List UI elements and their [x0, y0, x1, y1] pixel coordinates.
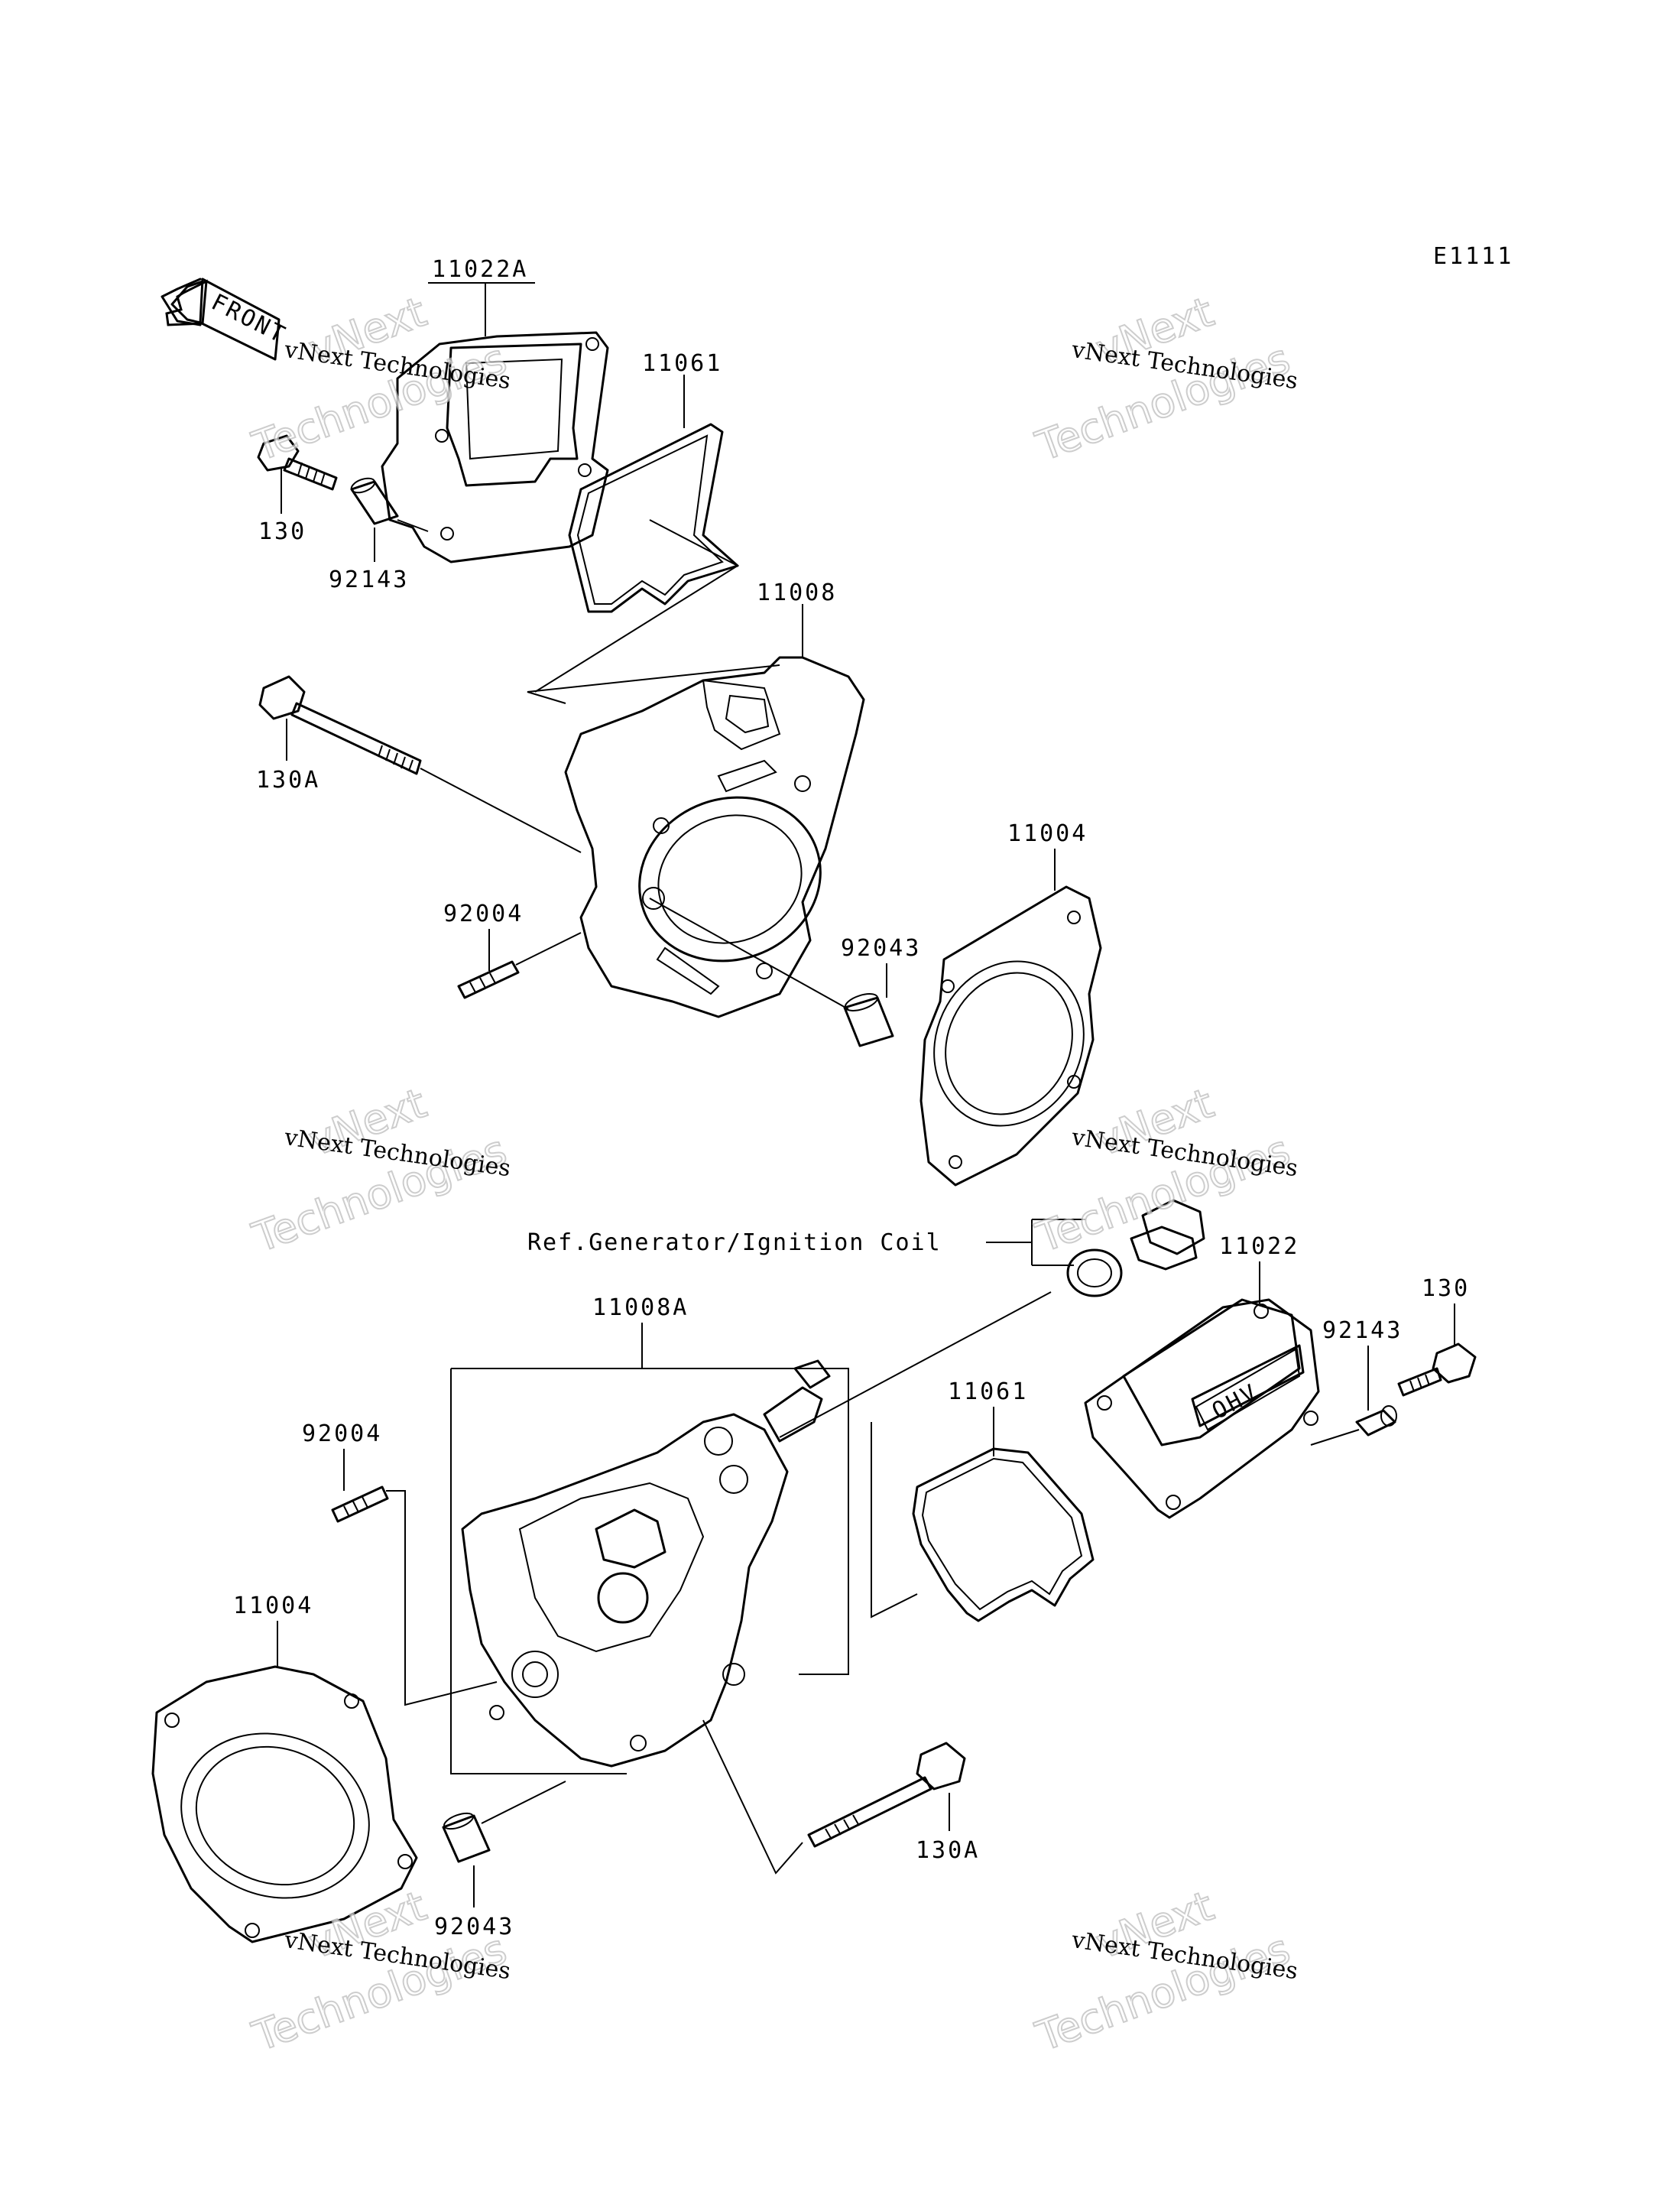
sleeve-92143-bottom	[1310, 1405, 1397, 1446]
callout-92143-top: 92143	[329, 567, 409, 593]
leader-11061-bottom-dash	[871, 1422, 918, 1618]
stud-92004-bottom	[331, 1485, 389, 1523]
bracket-11008A	[450, 1368, 849, 1774]
callout-11022A: 11022A	[432, 256, 528, 283]
callout-92043-top: 92043	[841, 935, 921, 962]
leader-11008-dash	[527, 664, 780, 704]
bolt-130-top	[257, 434, 338, 491]
callout-11008: 11008	[757, 580, 837, 606]
long-bolt-130A-top	[258, 675, 582, 853]
cylinder-head-11008	[564, 656, 865, 1018]
callout-130A-bottom: 130A	[916, 1837, 980, 1864]
callout-11061-bottom: 11061	[948, 1378, 1028, 1405]
leader-plug-dash	[779, 1291, 1052, 1438]
cylinder-head-cover-11022: OHV	[1084, 1298, 1320, 1519]
long-bolt-130A-bottom	[702, 1719, 966, 1875]
front-arrow-label: FRONT	[207, 289, 291, 349]
callout-92004-bottom: 92004	[302, 1420, 382, 1447]
head-gasket-11004-top	[919, 885, 1102, 1187]
cover-embossed-text: OHV	[1208, 1378, 1263, 1425]
watermark-2: vNext Technologies vNext Technologies	[1029, 287, 1299, 472]
reference-note: Ref.Generator/Ignition Coil	[527, 1229, 942, 1256]
reference-bracket	[986, 1219, 1085, 1266]
callout-92143-bottom: 92143	[1322, 1317, 1403, 1344]
dowel-92043-bottom	[442, 1781, 566, 1863]
leader-11061-top-dash	[534, 519, 740, 693]
cylinder-head-11008A	[461, 1359, 831, 1768]
gasket-11061-bottom	[912, 1447, 1095, 1622]
callout-11008A: 11008A	[592, 1294, 689, 1321]
callout-11061-top: 11061	[642, 350, 722, 377]
callout-11022: 11022	[1219, 1233, 1299, 1260]
o-ring	[1066, 1248, 1123, 1297]
sleeve-92143-top	[350, 477, 429, 532]
leader-92004-bottom-dash	[386, 1490, 498, 1706]
diagram-code: E1111	[1433, 243, 1513, 270]
callout-92004-top: 92004	[443, 901, 524, 927]
dowel-92043-top	[649, 898, 894, 1047]
callout-130-bottom: 130	[1422, 1275, 1470, 1302]
front-arrow-icon: FRONT	[161, 278, 291, 361]
head-gasket-11004-bottom	[151, 1665, 418, 1943]
bolt-130-bottom	[1397, 1343, 1477, 1397]
watermark-1: vNext Technologies vNext Technologies	[245, 287, 513, 472]
gasket-11061-top	[568, 423, 739, 613]
callout-11004-bottom: 11004	[233, 1592, 313, 1619]
watermark-6: vNext Technologies vNext Technologies	[1029, 1881, 1299, 2062]
cylinder-head-cover-11022A	[381, 331, 609, 563]
watermark-3: vNext Technologies vNext Technologies	[245, 1078, 513, 1263]
callout-130-top: 130	[258, 518, 306, 545]
watermark-5: vNext Technologies vNext Technologies	[245, 1881, 513, 2062]
callout-92043-bottom: 92043	[434, 1914, 514, 1940]
plug-cap	[1130, 1199, 1205, 1271]
stud-92004-top	[457, 932, 582, 999]
callout-11004-top: 11004	[1007, 820, 1088, 847]
callout-130A-top: 130A	[256, 767, 320, 794]
